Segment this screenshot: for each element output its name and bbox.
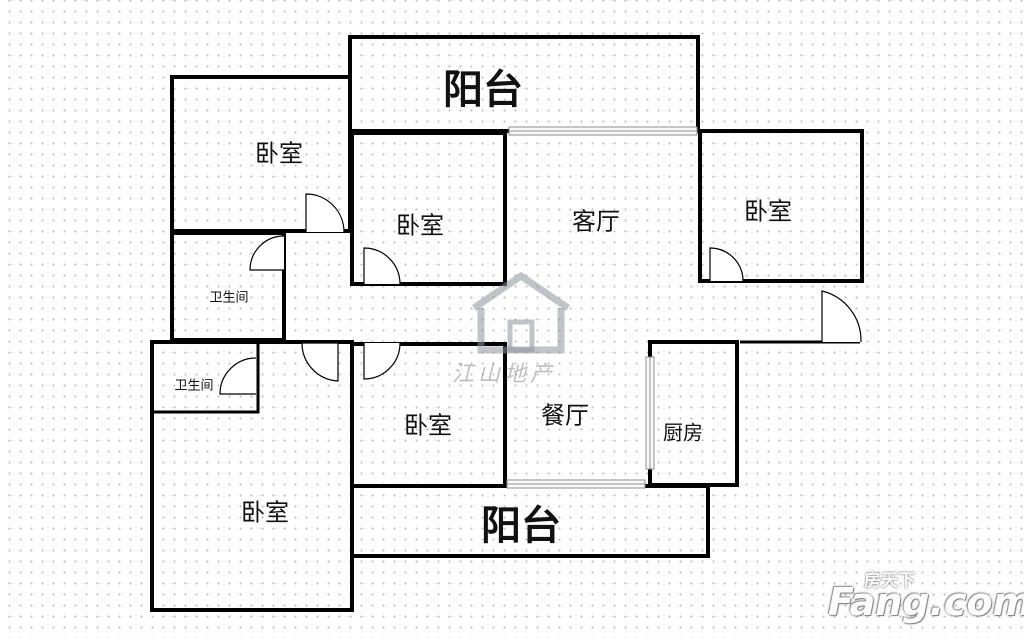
door-bathroom-upper — [249, 235, 285, 271]
door-bedroom-right — [709, 247, 744, 282]
door-bedroom-bottom-left — [301, 342, 339, 382]
balcony-top-outline — [348, 35, 700, 133]
bedroom-right-label: 卧室 — [744, 197, 792, 226]
bedroom-top-left-label: 卧室 — [255, 139, 303, 168]
door-bathroom-lower — [219, 357, 257, 395]
brand-logo-top-text: 房天下 — [864, 571, 915, 591]
watermark-text: 江山地产 — [452, 362, 557, 387]
kitchen-label: 厨房 — [663, 420, 703, 445]
living-room-label: 客厅 — [572, 207, 620, 236]
door-bedroom-top-left — [305, 193, 345, 233]
bedroom-center-upper-outline — [350, 131, 507, 286]
dining-room-label: 餐厅 — [541, 401, 589, 430]
dining-room-window — [506, 479, 646, 489]
living-room-window — [508, 126, 698, 136]
bathroom-lower-wall — [152, 342, 260, 414]
brand-logo: 房天下 Fang.com — [828, 566, 1024, 626]
bathroom-upper-label: 卫生间 — [209, 290, 249, 306]
door-bedroom-center-upper — [363, 247, 401, 285]
door-entrance — [821, 290, 862, 343]
brand-logo-main-text: Fang.com — [828, 580, 1024, 624]
bedroom-bottom-left-label: 卧室 — [241, 498, 289, 527]
bedroom-right-outline — [698, 129, 864, 283]
door-bedroom-center-lower — [363, 342, 401, 380]
watermark-house-icon — [472, 271, 570, 354]
balcony-bottom-label: 阳台 — [481, 503, 561, 549]
balcony-top-label: 阳台 — [443, 67, 523, 113]
bedroom-center-upper-label: 卧室 — [396, 211, 444, 240]
bathroom-lower-label: 卫生间 — [174, 378, 214, 394]
bedroom-center-lower-label: 卧室 — [404, 411, 452, 440]
kitchen-window — [645, 356, 655, 470]
kitchen-outline — [648, 340, 739, 487]
